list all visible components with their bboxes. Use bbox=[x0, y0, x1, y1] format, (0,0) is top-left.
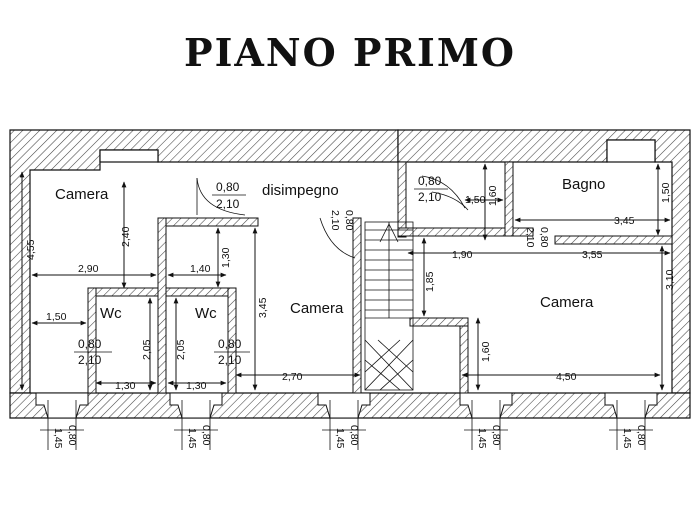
dim-camera-center-width: 2,70 bbox=[282, 371, 303, 383]
svg-text:2,10: 2,10 bbox=[78, 353, 102, 367]
dim-wc-left-height: 2,05 bbox=[141, 339, 153, 360]
svg-text:1,45: 1,45 bbox=[186, 428, 198, 449]
dim-wc-depth: 1,30 bbox=[220, 247, 232, 268]
dim-center-height: 3,45 bbox=[257, 297, 269, 318]
svg-text:0,80: 0,80 bbox=[348, 425, 360, 446]
door-label-disimpegno: 0,80 2,10 bbox=[212, 180, 246, 211]
window-openings bbox=[35, 392, 658, 419]
dim-hall-right-height: 1,60 bbox=[487, 185, 499, 206]
door-label-wc-right: 0,80 2,10 bbox=[214, 337, 250, 367]
door-swing-disimpegno bbox=[196, 175, 469, 259]
svg-text:2,10: 2,10 bbox=[418, 190, 442, 204]
svg-text:1,45: 1,45 bbox=[334, 428, 346, 449]
svg-text:0,80: 0,80 bbox=[78, 337, 102, 351]
svg-text:0,80: 0,80 bbox=[490, 425, 502, 446]
svg-text:2,10: 2,10 bbox=[329, 210, 341, 231]
dim-corridor-width: 1,90 bbox=[452, 249, 473, 261]
room-label-wc-right: Wc bbox=[195, 305, 217, 322]
page-title: PIANO PRIMO bbox=[184, 30, 516, 75]
door-label-bagno-vertical: 0,80 2,10 bbox=[524, 227, 550, 248]
svg-text:0,80: 0,80 bbox=[538, 227, 550, 248]
svg-text:0,80: 0,80 bbox=[200, 425, 212, 446]
svg-text:1,45: 1,45 bbox=[621, 428, 633, 449]
room-label-camera-top-left: Camera bbox=[55, 186, 109, 203]
dim-camera-right-sill: 1,60 bbox=[480, 341, 492, 362]
room-label-bagno: Bagno bbox=[562, 176, 605, 193]
interior-walls bbox=[87, 161, 673, 394]
room-label-camera-right: Camera bbox=[540, 294, 594, 311]
dimension-lines bbox=[19, 163, 671, 391]
dim-hall-right-width: 1,50 bbox=[465, 194, 486, 206]
staircase bbox=[364, 221, 414, 391]
dim-bagno-height: 1,50 bbox=[660, 182, 672, 203]
svg-text:1,45: 1,45 bbox=[52, 428, 64, 449]
svg-text:0,80: 0,80 bbox=[66, 425, 78, 446]
dim-camera-right-height: 3,10 bbox=[664, 269, 676, 290]
window-dimension-ticks bbox=[40, 400, 653, 450]
room-label-camera-center: Camera bbox=[290, 300, 344, 317]
svg-text:0,80: 0,80 bbox=[216, 180, 240, 194]
svg-text:0,80: 0,80 bbox=[218, 337, 242, 351]
svg-text:2,10: 2,10 bbox=[218, 353, 242, 367]
dim-left-height: 4,55 bbox=[25, 239, 37, 260]
dim-wc-right-bottom: 1,30 bbox=[186, 380, 207, 392]
svg-text:0,80: 0,80 bbox=[418, 174, 442, 188]
svg-text:0,80: 0,80 bbox=[343, 210, 355, 231]
dim-wc-left-bottom: 1,30 bbox=[115, 380, 136, 392]
svg-text:1,45: 1,45 bbox=[476, 428, 488, 449]
dim-wc-left-offset: 1,50 bbox=[46, 311, 67, 323]
dim-bagno-width: 3,45 bbox=[614, 215, 635, 227]
door-label-bagno-top: 0,80 2,10 bbox=[414, 174, 448, 204]
dim-wc-width-top: 1,40 bbox=[190, 263, 211, 275]
dim-wc-right-height: 2,05 bbox=[175, 339, 187, 360]
dim-camera-width: 2,90 bbox=[78, 263, 99, 275]
svg-text:2,10: 2,10 bbox=[524, 227, 536, 248]
window-label-1: 0,80 1,45 bbox=[52, 425, 78, 449]
door-label-wc-left: 0,80 2,10 bbox=[74, 337, 112, 367]
window-label-5: 0,80 1,45 bbox=[621, 425, 647, 449]
dim-camera-right-width: 4,50 bbox=[556, 371, 577, 383]
window-label-4: 0,80 1,45 bbox=[476, 425, 502, 449]
window-label-2: 0,80 1,45 bbox=[186, 425, 212, 449]
room-label-disimpegno: disimpegno bbox=[262, 182, 339, 199]
window-label-3: 0,80 1,45 bbox=[334, 425, 360, 449]
door-label-camera-center-vertical: 0,80 2,10 bbox=[329, 210, 355, 231]
dim-stair-landing: 1,85 bbox=[424, 271, 436, 292]
dim-camera-right-span: 3,55 bbox=[582, 249, 603, 261]
svg-text:2,10: 2,10 bbox=[216, 197, 240, 211]
svg-text:0,80: 0,80 bbox=[635, 425, 647, 446]
room-label-wc-left: Wc bbox=[100, 305, 122, 322]
dim-camera-depth: 2,40 bbox=[120, 226, 132, 247]
